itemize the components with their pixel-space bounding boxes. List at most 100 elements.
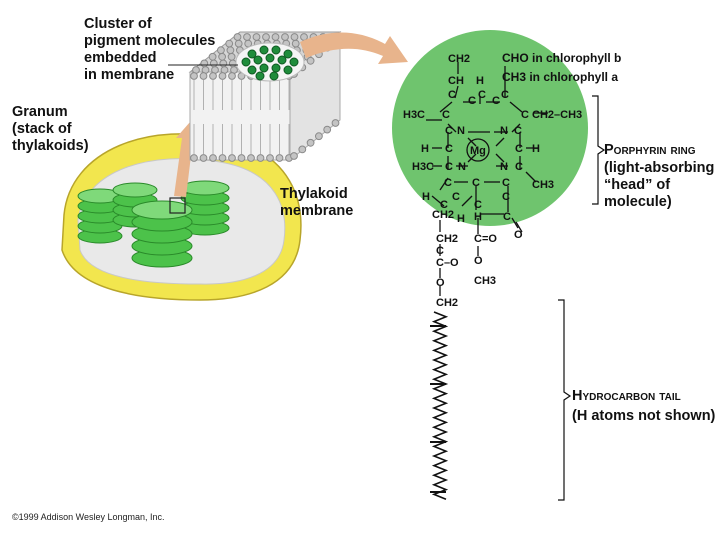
lipid-head: [218, 154, 227, 162]
atom-ch2-a: CH2: [432, 209, 454, 221]
lipid-head: [306, 56, 315, 65]
svg-text:C: C: [445, 125, 453, 137]
lipid-head: [266, 154, 274, 162]
atom-h-left: H: [421, 143, 429, 155]
zoom-box: [169, 197, 186, 214]
lipid-head: [271, 33, 280, 41]
svg-text:C: C: [492, 95, 500, 107]
arrow-granum-to-membrane: [174, 122, 200, 197]
lipid-head: [247, 154, 255, 162]
granum-stack-main: [131, 200, 193, 268]
atom-ch2ch3: CH2–CH3: [532, 109, 582, 121]
atom-ch2-b: CH2: [436, 233, 458, 245]
pigment-molecule: [271, 45, 281, 55]
atom-ch2-top: CH2: [448, 53, 470, 65]
tail-bracket: [558, 299, 572, 501]
lipid-head: [208, 52, 217, 61]
thylakoid-membrane-label: Thylakoid membrane: [280, 186, 354, 219]
lipid-head: [256, 154, 265, 162]
lipid-head: [225, 39, 234, 48]
lipid-head: [219, 59, 228, 68]
atom-n2: N: [500, 125, 508, 137]
copyright-text: ©1999 Addison Wesley Longman, Inc.: [12, 512, 165, 522]
svg-text:C: C: [502, 191, 510, 203]
formula-labels: CH2 CH H H3C CH2–CH3 N N Mg H H N N H3C …: [403, 53, 582, 309]
atom-n4: N: [500, 161, 508, 173]
lipid-head: [290, 33, 299, 41]
atom-co: C=O: [474, 233, 497, 245]
atom-c-o: C–O: [436, 257, 459, 269]
atom-n3: N: [458, 161, 466, 173]
svg-text:C: C: [521, 109, 529, 121]
hydrocarbon-tail-desc: (H atoms not shown): [572, 408, 716, 424]
hydrocarbon-tail: [430, 311, 449, 500]
lipid-head: [209, 72, 217, 80]
pigment-molecule: [241, 57, 251, 67]
svg-text:C: C: [440, 199, 448, 211]
svg-text:C: C: [442, 109, 450, 121]
pigment-molecule: [289, 57, 299, 67]
lipid-head: [209, 154, 217, 162]
pigment-molecule: [259, 63, 269, 73]
atom-o-b: O: [474, 255, 483, 267]
pigment-molecule: [255, 71, 265, 81]
svg-text:C: C: [474, 199, 482, 211]
lipid-head: [218, 52, 227, 61]
pigment-molecule: [283, 49, 293, 59]
lipid-head: [218, 72, 227, 80]
svg-text:C: C: [502, 177, 510, 189]
svg-text:C: C: [515, 161, 523, 173]
cho-note: CHO in chlorophyll b: [502, 51, 622, 65]
svg-text:C: C: [445, 143, 453, 155]
lipid-head: [228, 154, 236, 162]
lipid-head: [315, 132, 323, 141]
lipid-head: [290, 152, 298, 160]
porphyrin-ring-desc: (light-absorbing “head” of molecule): [604, 160, 715, 210]
lipid-head: [262, 33, 270, 41]
pigment-molecule: [277, 55, 287, 65]
porphyrin-ring-title: Porphyrin ring: [604, 142, 696, 158]
lipid-head: [237, 154, 246, 162]
atom-o-c: O: [436, 277, 445, 289]
lipid-head: [226, 46, 235, 55]
granum-stacks: [77, 180, 230, 268]
atom-o-dbl: O: [514, 229, 523, 241]
svg-text:C: C: [515, 143, 523, 155]
svg-text:C: C: [501, 89, 509, 101]
svg-text:C: C: [452, 191, 460, 203]
atom-h3c-left2: H3C: [412, 161, 434, 173]
svg-text:C: C: [514, 125, 522, 137]
lipid-head: [228, 59, 237, 68]
arrow-to-molecule: [300, 32, 408, 64]
lipid-head: [331, 119, 340, 127]
hydrocarbon-tail-title: Hydrocarbon tail: [572, 388, 681, 404]
porphyrin-circle: [392, 30, 588, 226]
pigment-molecule: [271, 63, 281, 73]
granum-label: Granum (stack of thylakoids): [12, 104, 89, 154]
lipid-head: [243, 33, 251, 41]
atom-h-bottom: H: [422, 191, 430, 203]
lipid-head: [228, 72, 236, 80]
svg-text:C: C: [444, 177, 452, 189]
lipid-head: [252, 33, 261, 41]
atom-mg: Mg: [470, 145, 486, 157]
pigment-molecule: [247, 49, 257, 59]
lipid-head: [281, 33, 289, 41]
svg-text:C: C: [472, 177, 480, 189]
pigment-molecule: [283, 65, 293, 75]
atom-ch2-c: CH2: [436, 297, 458, 309]
granum-stack-1: [77, 188, 123, 244]
lipid-head: [199, 154, 208, 162]
atom-ch3-b: CH3: [474, 275, 496, 287]
lipid-head: [199, 72, 208, 80]
lipid-head: [190, 154, 198, 162]
svg-text:C: C: [445, 161, 453, 173]
atom-h-right: H: [532, 143, 540, 155]
lipid-head: [234, 39, 243, 48]
atom-h-c: H: [474, 211, 482, 223]
lipid-head: [233, 33, 242, 41]
svg-text:C: C: [448, 89, 456, 101]
atom-h3c-left: H3C: [403, 109, 425, 121]
